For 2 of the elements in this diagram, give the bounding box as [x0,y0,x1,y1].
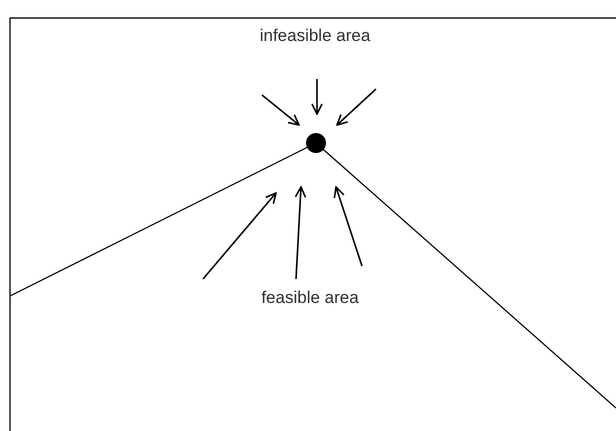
region-label: infeasible area [260,26,370,46]
region-label: feasible area [261,288,359,308]
